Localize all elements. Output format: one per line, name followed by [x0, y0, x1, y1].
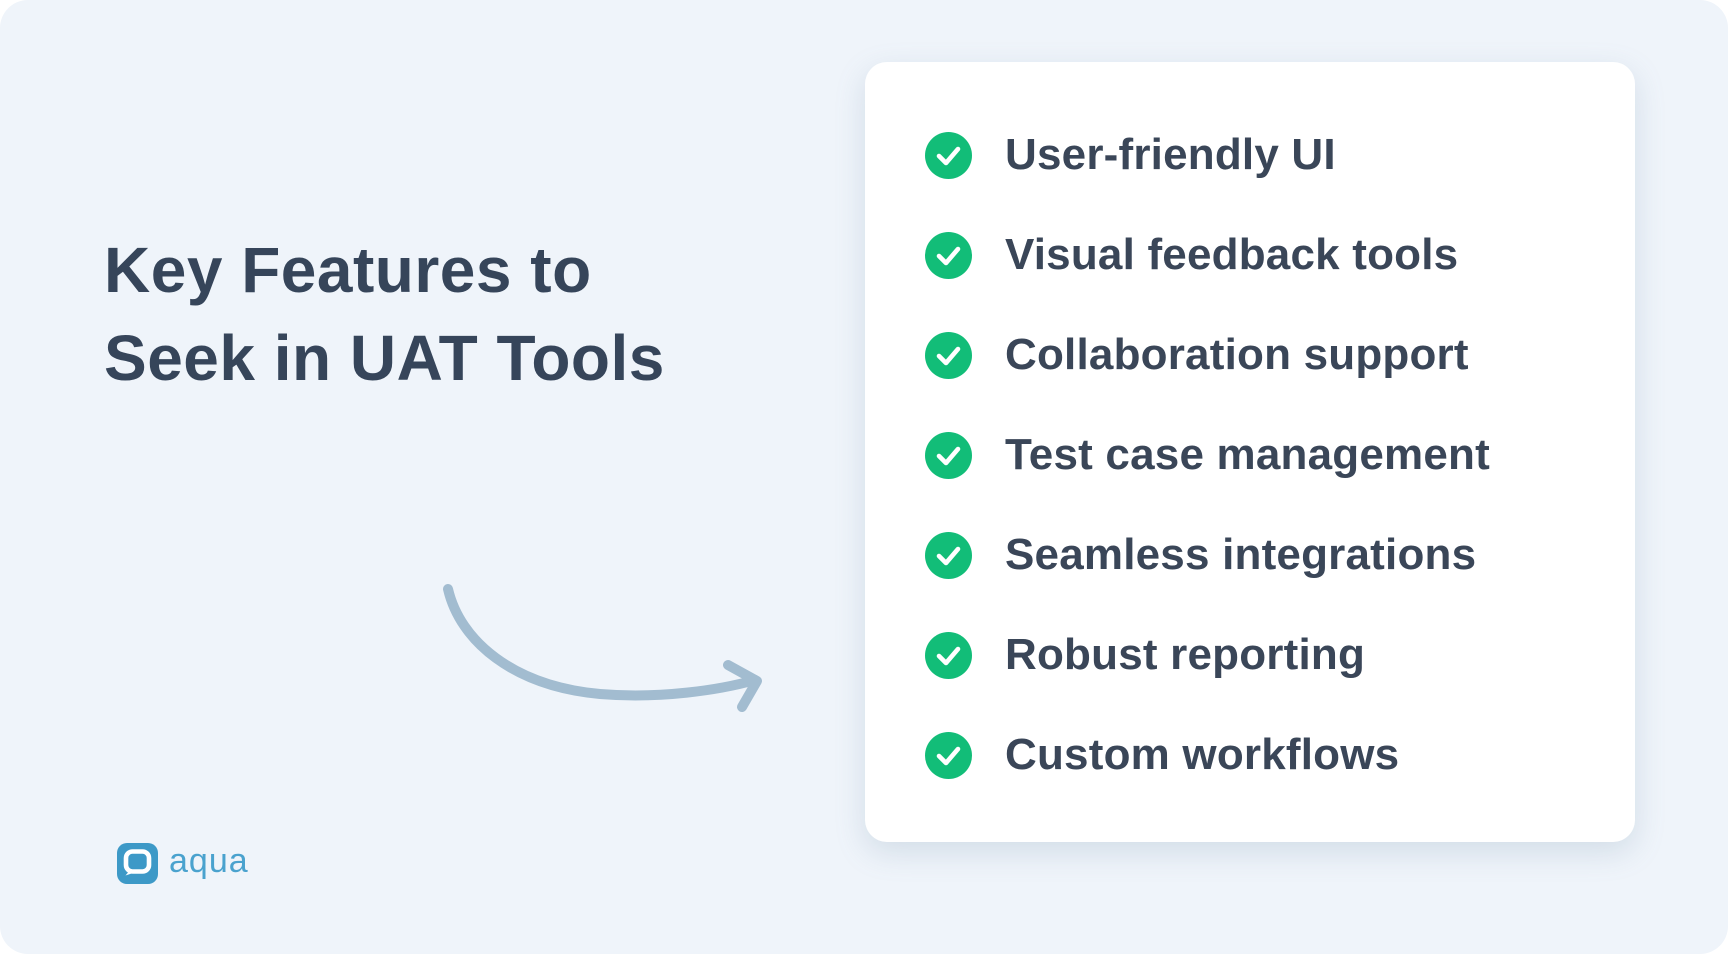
feature-row: Visual feedback tools [865, 205, 1635, 305]
feature-row: User-friendly UI [865, 105, 1635, 205]
check-icon [925, 731, 972, 779]
feature-row: Collaboration support [865, 305, 1635, 405]
features-card: User-friendly UI Visual feedback tools C… [865, 62, 1635, 842]
feature-label: Custom workflows [1005, 730, 1400, 779]
page-title-line-2: Seek in UAT Tools [104, 322, 665, 394]
aqua-logo: aqua [117, 842, 249, 884]
check-icon [925, 431, 972, 479]
page-title: Key Features to Seek in UAT Tools [104, 226, 665, 402]
feature-label: Collaboration support [1005, 330, 1469, 379]
feature-label: Seamless integrations [1005, 530, 1477, 579]
feature-row: Custom workflows [865, 705, 1635, 805]
feature-label: Visual feedback tools [1005, 230, 1459, 279]
feature-row: Seamless integrations [865, 505, 1635, 605]
aqua-logo-text: aqua [169, 842, 249, 880]
feature-row: Robust reporting [865, 605, 1635, 705]
check-icon [925, 531, 972, 579]
check-icon [925, 131, 972, 179]
feature-label: User-friendly UI [1005, 130, 1336, 179]
feature-label: Robust reporting [1005, 630, 1366, 679]
aqua-logo-icon [117, 843, 158, 884]
check-icon [925, 231, 972, 279]
check-icon [925, 331, 972, 379]
check-icon [925, 631, 972, 679]
feature-label: Test case management [1005, 430, 1490, 479]
curved-arrow-icon [428, 566, 778, 726]
feature-row: Test case management [865, 405, 1635, 505]
page-title-line-1: Key Features to [104, 234, 592, 306]
